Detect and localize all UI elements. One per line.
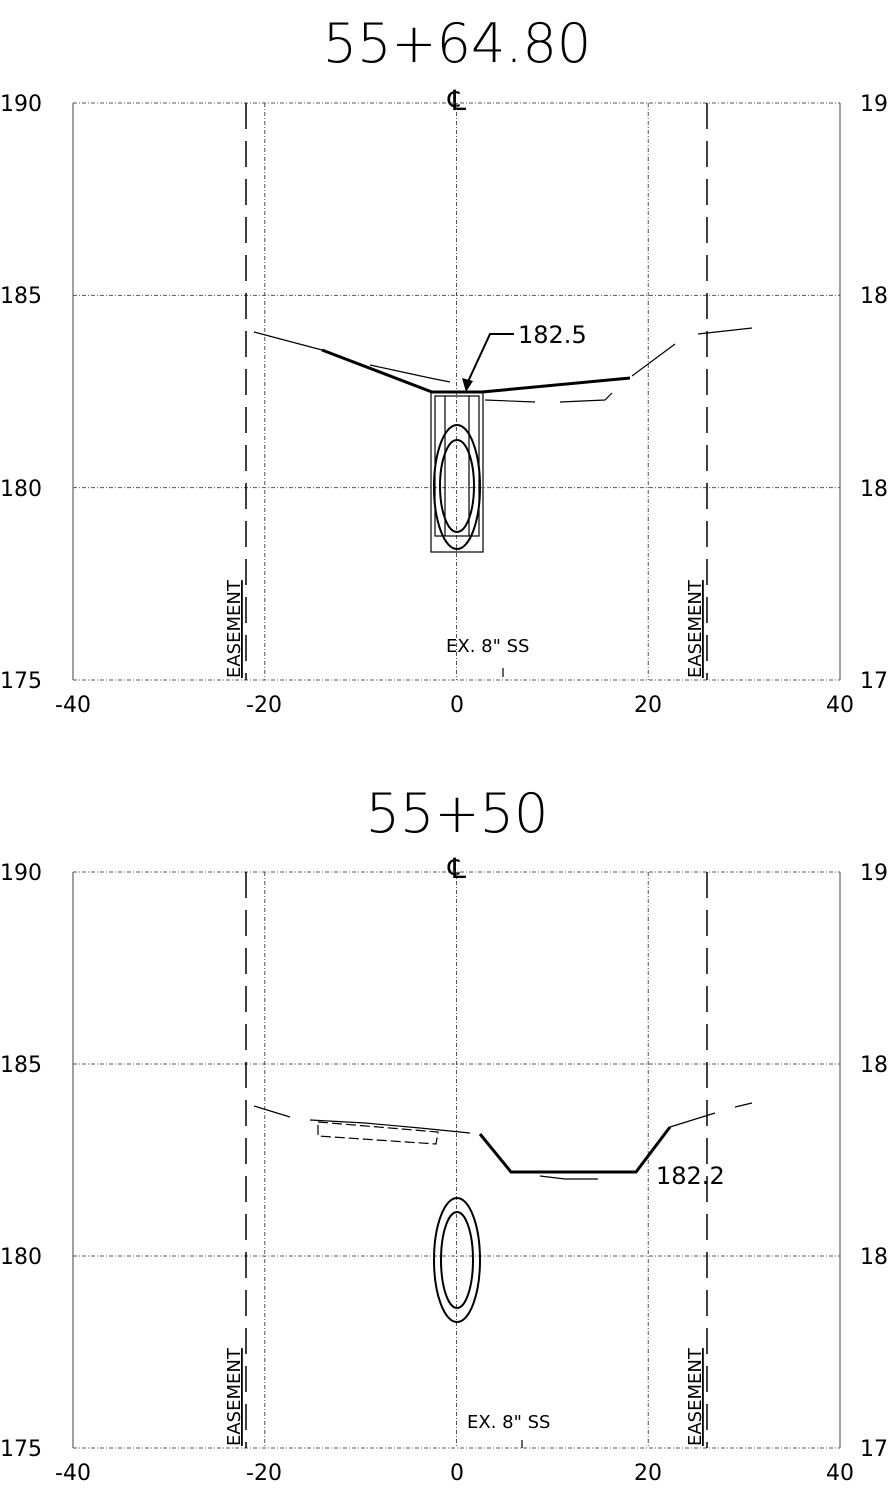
x-tick-label: 40 — [826, 693, 854, 718]
easement-label-left: EASEMENT — [224, 1347, 245, 1446]
grid — [72, 871, 841, 1449]
cross-section-2: 55+50 ℄ 190 185 180 175 19 18 18 17 -40 … — [0, 782, 888, 1486]
easement-label-right: EASEMENT — [685, 1347, 706, 1446]
y-tick-label-right: 18 — [860, 477, 888, 502]
grid — [72, 102, 841, 681]
existing-ground-line — [484, 399, 536, 403]
y-tick-label-right: 18 — [860, 1053, 888, 1078]
existing-ground-line — [631, 343, 676, 377]
existing-pipe-inner — [439, 439, 475, 533]
y-tick-label-right: 19 — [860, 92, 888, 117]
y-tick-label-right: 17 — [860, 669, 888, 694]
y-tick-label-right: 19 — [860, 861, 888, 886]
y-tick-label: 175 — [0, 1437, 42, 1462]
y-tick-label-right: 18 — [860, 1245, 888, 1270]
y-tick-label-right: 17 — [860, 1437, 888, 1462]
centerline-symbol: ℄ — [447, 84, 466, 117]
y-tick-label: 190 — [0, 92, 42, 117]
existing-ground-line — [253, 1105, 291, 1118]
existing-ground-line — [734, 1102, 753, 1108]
existing-pipe-outer — [433, 1197, 481, 1323]
station-title: 55+50 — [366, 782, 549, 845]
y-tick-label: 180 — [0, 477, 42, 502]
existing-pipe-inner — [440, 1211, 474, 1309]
pipe-label: EX. 8" SS — [467, 1412, 550, 1433]
elevation-callout: 182.2 — [656, 1162, 725, 1190]
existing-ground-line — [697, 327, 753, 335]
station-title: 55+64.80 — [323, 12, 592, 75]
existing-walk-outline — [317, 1121, 439, 1145]
y-tick-label: 185 — [0, 1053, 42, 1078]
x-tick-label: -20 — [246, 1461, 282, 1486]
existing-ground-line — [369, 364, 451, 383]
elevation-callout: 182.5 — [518, 321, 587, 349]
existing-ground-line — [559, 392, 613, 403]
proposed-grade-line — [478, 1126, 672, 1174]
y-tick-label: 180 — [0, 1245, 42, 1270]
x-tick-label: -40 — [55, 693, 91, 718]
x-tick-label: -20 — [246, 693, 282, 718]
cross-section-1: 55+64.80 ℄ 190 185 180 175 19 18 18 17 -… — [0, 12, 888, 718]
callout-arrowhead — [462, 378, 473, 392]
existing-ground-line — [253, 331, 323, 351]
pipe-label: EX. 8" SS — [446, 636, 529, 657]
easement-label-right: EASEMENT — [685, 579, 706, 678]
y-tick-label: 185 — [0, 284, 42, 309]
structure-outline — [430, 391, 484, 553]
x-tick-label: -40 — [55, 1461, 91, 1486]
existing-ground-line — [669, 1112, 716, 1128]
y-tick-label: 190 — [0, 861, 42, 886]
callout-leader — [465, 333, 514, 387]
existing-ground-line — [539, 1175, 598, 1180]
y-tick-label-right: 18 — [860, 284, 888, 309]
existing-pipe-outer — [433, 424, 481, 550]
x-tick-label: 0 — [450, 1461, 464, 1486]
x-tick-label: 20 — [634, 693, 662, 718]
x-tick-label: 40 — [826, 1461, 854, 1486]
proposed-grade-line — [321, 348, 631, 394]
x-tick-label: 20 — [634, 1461, 662, 1486]
existing-ground-line — [309, 1119, 471, 1134]
y-tick-label: 175 — [0, 669, 42, 694]
x-tick-label: 0 — [450, 693, 464, 718]
centerline-symbol: ℄ — [447, 852, 466, 885]
easement-label-left: EASEMENT — [224, 579, 245, 678]
